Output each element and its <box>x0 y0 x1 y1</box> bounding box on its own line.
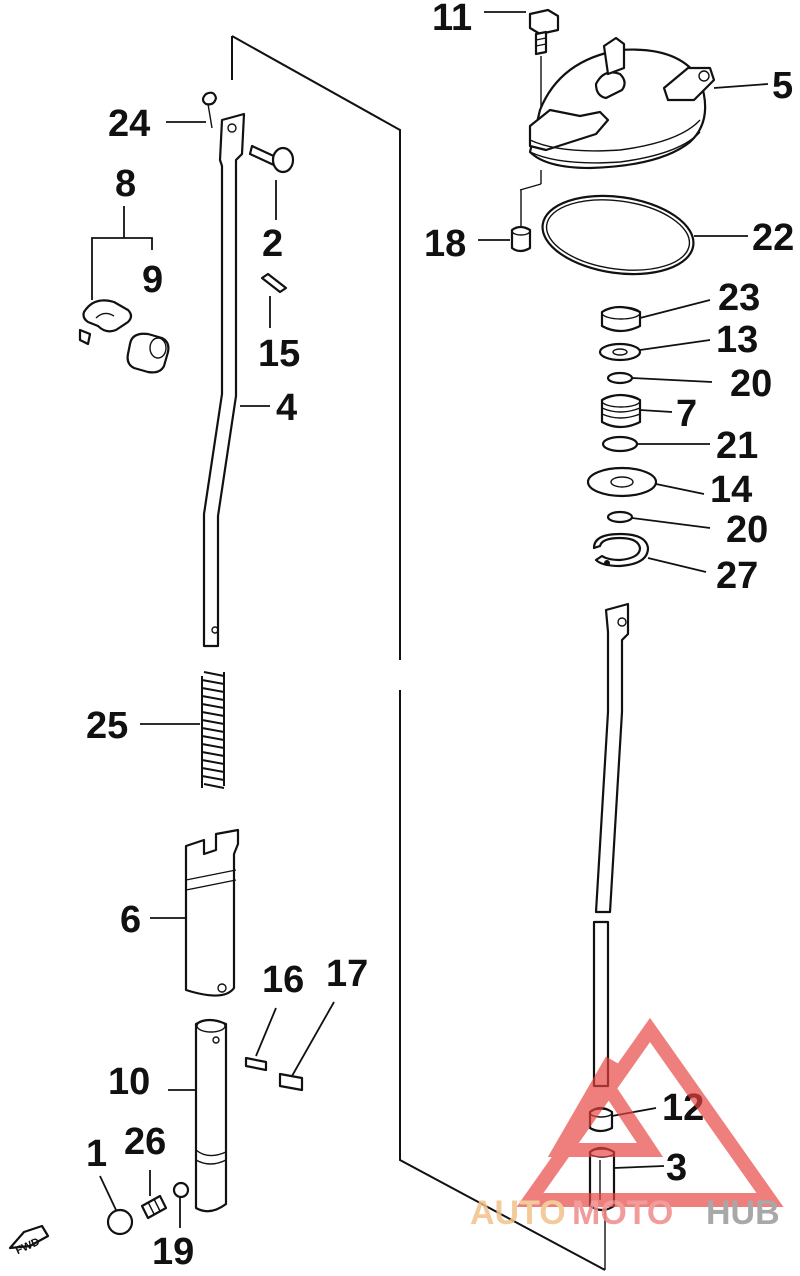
label-part-3: 3 <box>666 1147 687 1189</box>
label-part-9: 9 <box>142 259 163 301</box>
watermark-triangle-icon <box>516 1017 784 1207</box>
part-17-pin <box>278 1072 304 1092</box>
watermark-text-hub: HUB <box>706 1194 780 1232</box>
label-part-19: 19 <box>152 1231 194 1273</box>
label-part-27: 27 <box>716 555 758 597</box>
part-10-shift-shaft <box>194 1018 228 1213</box>
part-6-sleeve <box>184 828 240 997</box>
label-part-1: 1 <box>86 1133 107 1175</box>
part-2-clevis-pin <box>248 144 295 174</box>
part-20-oring-upper <box>606 371 634 385</box>
part-15-pin <box>260 272 288 294</box>
label-part-18: 18 <box>424 223 466 265</box>
part-24-clip <box>201 91 218 129</box>
watermark-logo: AUTO MOTO HUB <box>470 1017 784 1232</box>
label-part-15: 15 <box>258 333 300 375</box>
part-23-bushing <box>600 305 642 333</box>
part-25-spring <box>201 671 225 789</box>
forward-direction-arrow-icon: FWD <box>8 1224 50 1257</box>
label-part-22: 22 <box>752 217 794 259</box>
label-part-14: 14 <box>710 469 752 511</box>
part-22-oring <box>541 194 695 276</box>
label-part-23: 23 <box>718 277 760 319</box>
label-part-24: 24 <box>108 103 150 145</box>
label-part-21: 21 <box>716 425 758 467</box>
part-7-seal <box>600 393 642 429</box>
label-part-10: 10 <box>108 1061 150 1103</box>
label-part-2: 2 <box>262 223 283 265</box>
part-14-washer <box>586 466 658 498</box>
label-part-7: 7 <box>676 393 697 435</box>
leader-lines <box>91 11 769 1228</box>
lower-shift-rod <box>592 602 630 1088</box>
part-11-bolt <box>528 8 560 110</box>
part-13-washer <box>598 342 642 362</box>
part-9-bushing <box>126 332 170 374</box>
part-20-oring-lower <box>606 510 634 524</box>
part-27-snap-ring <box>592 532 650 568</box>
label-part-26: 26 <box>124 1121 166 1163</box>
label-part-4: 4 <box>276 387 297 429</box>
label-part-5: 5 <box>772 65 793 107</box>
part-21-oring <box>601 435 639 453</box>
part-16-pin <box>244 1056 268 1072</box>
label-part-25: 25 <box>86 705 128 747</box>
watermark-text-moto: MOTO <box>572 1194 673 1232</box>
part-26-small-spring <box>140 1194 168 1220</box>
label-part-17: 17 <box>326 953 368 995</box>
assembly-boundary <box>231 35 606 1271</box>
label-part-13: 13 <box>716 319 758 361</box>
part-18-bushing <box>510 190 532 253</box>
part-19-ball <box>172 1181 190 1199</box>
label-part-20-lower: 20 <box>726 509 768 551</box>
label-part-6: 6 <box>120 899 141 941</box>
part-1-plug <box>106 1208 134 1236</box>
part-5-shift-housing <box>519 36 716 191</box>
label-part-11: 11 <box>432 0 472 39</box>
part-8-clamp <box>78 299 133 346</box>
label-part-20-upper: 20 <box>730 363 772 405</box>
label-part-8: 8 <box>115 163 136 205</box>
watermark-text-auto: AUTO <box>470 1194 566 1232</box>
label-part-16: 16 <box>262 959 304 1001</box>
part-number-labels: 11 5 24 8 2 18 22 9 23 13 15 20 4 7 21 1… <box>86 0 794 1273</box>
part-4-shift-rod <box>202 112 246 648</box>
